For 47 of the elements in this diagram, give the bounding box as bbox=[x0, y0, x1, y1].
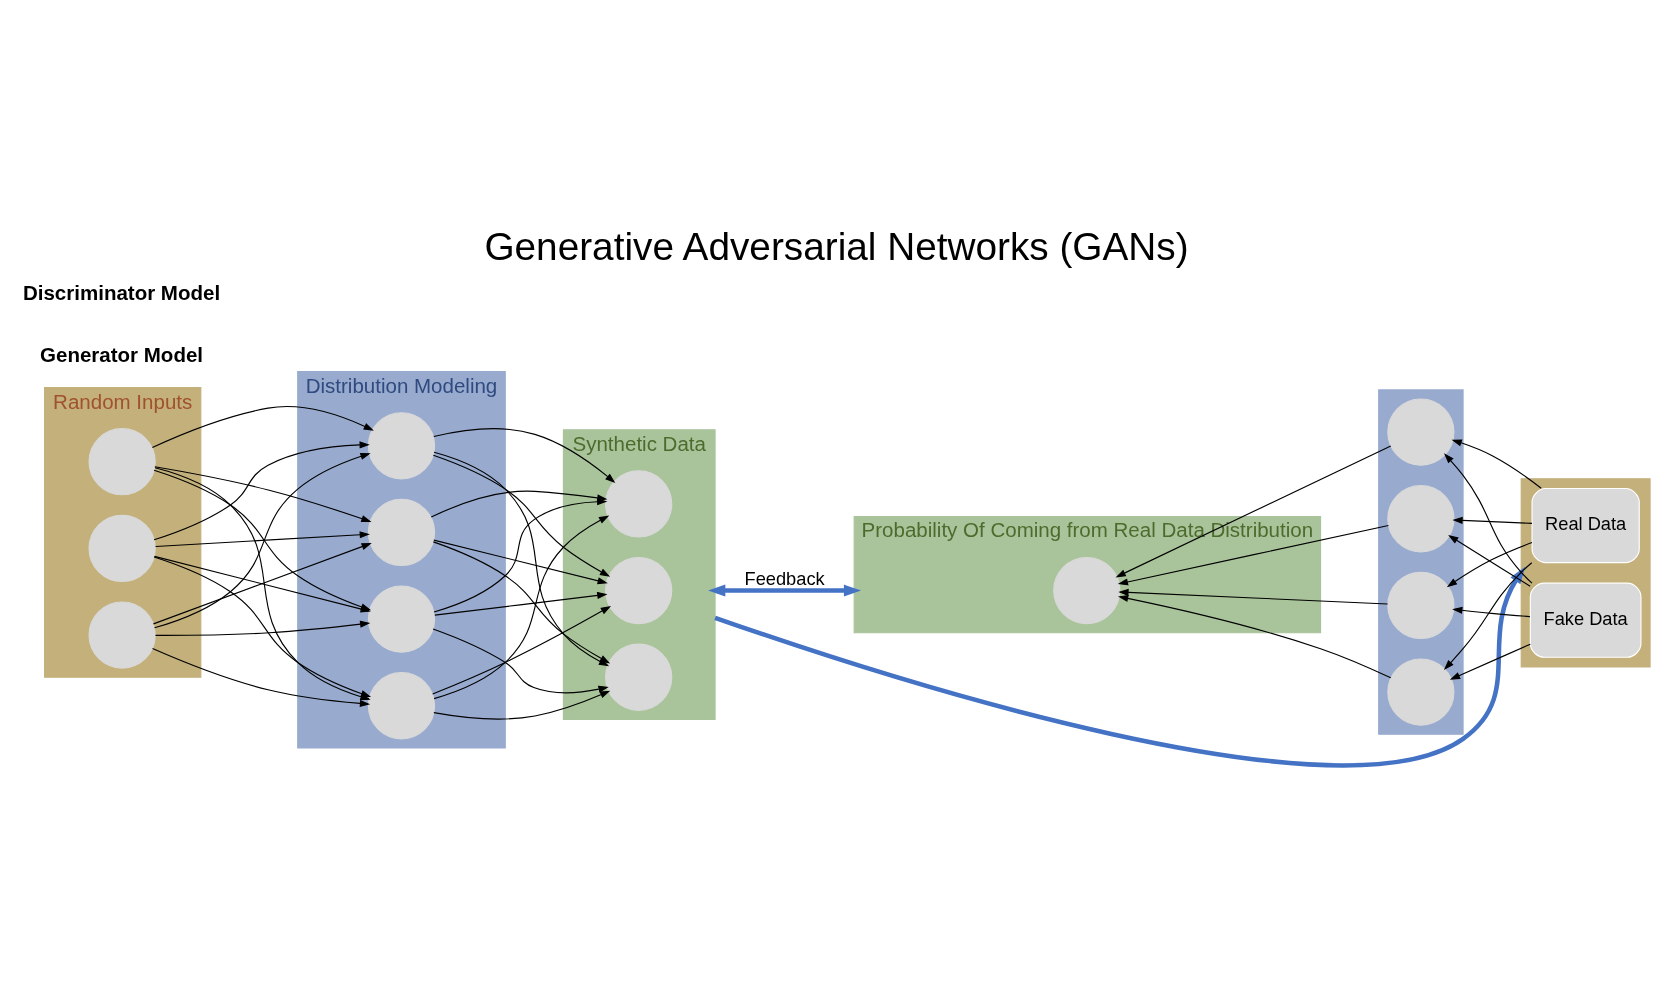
arrow bbox=[708, 584, 862, 597]
node-circle bbox=[88, 514, 156, 583]
arrow bbox=[1117, 594, 1392, 679]
node-circle bbox=[605, 556, 673, 625]
cluster: Distribution Modeling bbox=[297, 371, 506, 749]
arrow bbox=[1448, 535, 1531, 587]
diagram-title: Generative Adversarial Networks (GANs) bbox=[484, 225, 1189, 269]
cluster: Random Inputs bbox=[44, 387, 202, 678]
node-box: Real Data bbox=[1531, 487, 1640, 564]
arrow bbox=[1443, 562, 1533, 670]
edge-label: Feedback bbox=[744, 567, 825, 589]
label: Generator Model bbox=[40, 342, 204, 366]
arrow bbox=[1118, 588, 1389, 605]
label: Discriminator Model bbox=[22, 281, 221, 305]
arrow bbox=[155, 531, 370, 548]
arrow bbox=[151, 406, 374, 449]
arrow bbox=[154, 620, 371, 636]
arrow bbox=[433, 690, 611, 720]
arrow bbox=[1452, 606, 1531, 618]
arrow bbox=[1452, 516, 1533, 525]
node-circle bbox=[367, 498, 436, 567]
node-circle bbox=[367, 412, 436, 480]
node-circle bbox=[367, 585, 436, 653]
node-box: Fake Data bbox=[1529, 582, 1642, 658]
node-circle bbox=[605, 643, 673, 711]
arrow bbox=[1449, 643, 1531, 680]
arrow bbox=[434, 591, 608, 616]
arrow bbox=[433, 428, 616, 483]
node-circle bbox=[88, 428, 156, 496]
node-circle bbox=[1053, 556, 1121, 625]
node-circle bbox=[367, 672, 436, 740]
arrow bbox=[1117, 524, 1389, 586]
arrow bbox=[714, 566, 1526, 767]
arrow bbox=[433, 539, 608, 585]
arrow bbox=[154, 466, 372, 523]
arrow bbox=[433, 498, 608, 613]
arrow bbox=[1115, 445, 1392, 578]
arrow bbox=[1446, 541, 1533, 588]
arrow bbox=[1443, 453, 1533, 584]
node-circle bbox=[1387, 485, 1455, 553]
arrow bbox=[1451, 439, 1542, 489]
node-circle bbox=[1387, 571, 1455, 640]
cluster: Synthetic Data bbox=[562, 429, 716, 720]
arrow bbox=[153, 441, 370, 541]
node-circle bbox=[88, 601, 156, 669]
cluster: Probability Of Coming from Real Data Distribution bbox=[853, 515, 1322, 634]
cluster bbox=[1520, 478, 1651, 668]
